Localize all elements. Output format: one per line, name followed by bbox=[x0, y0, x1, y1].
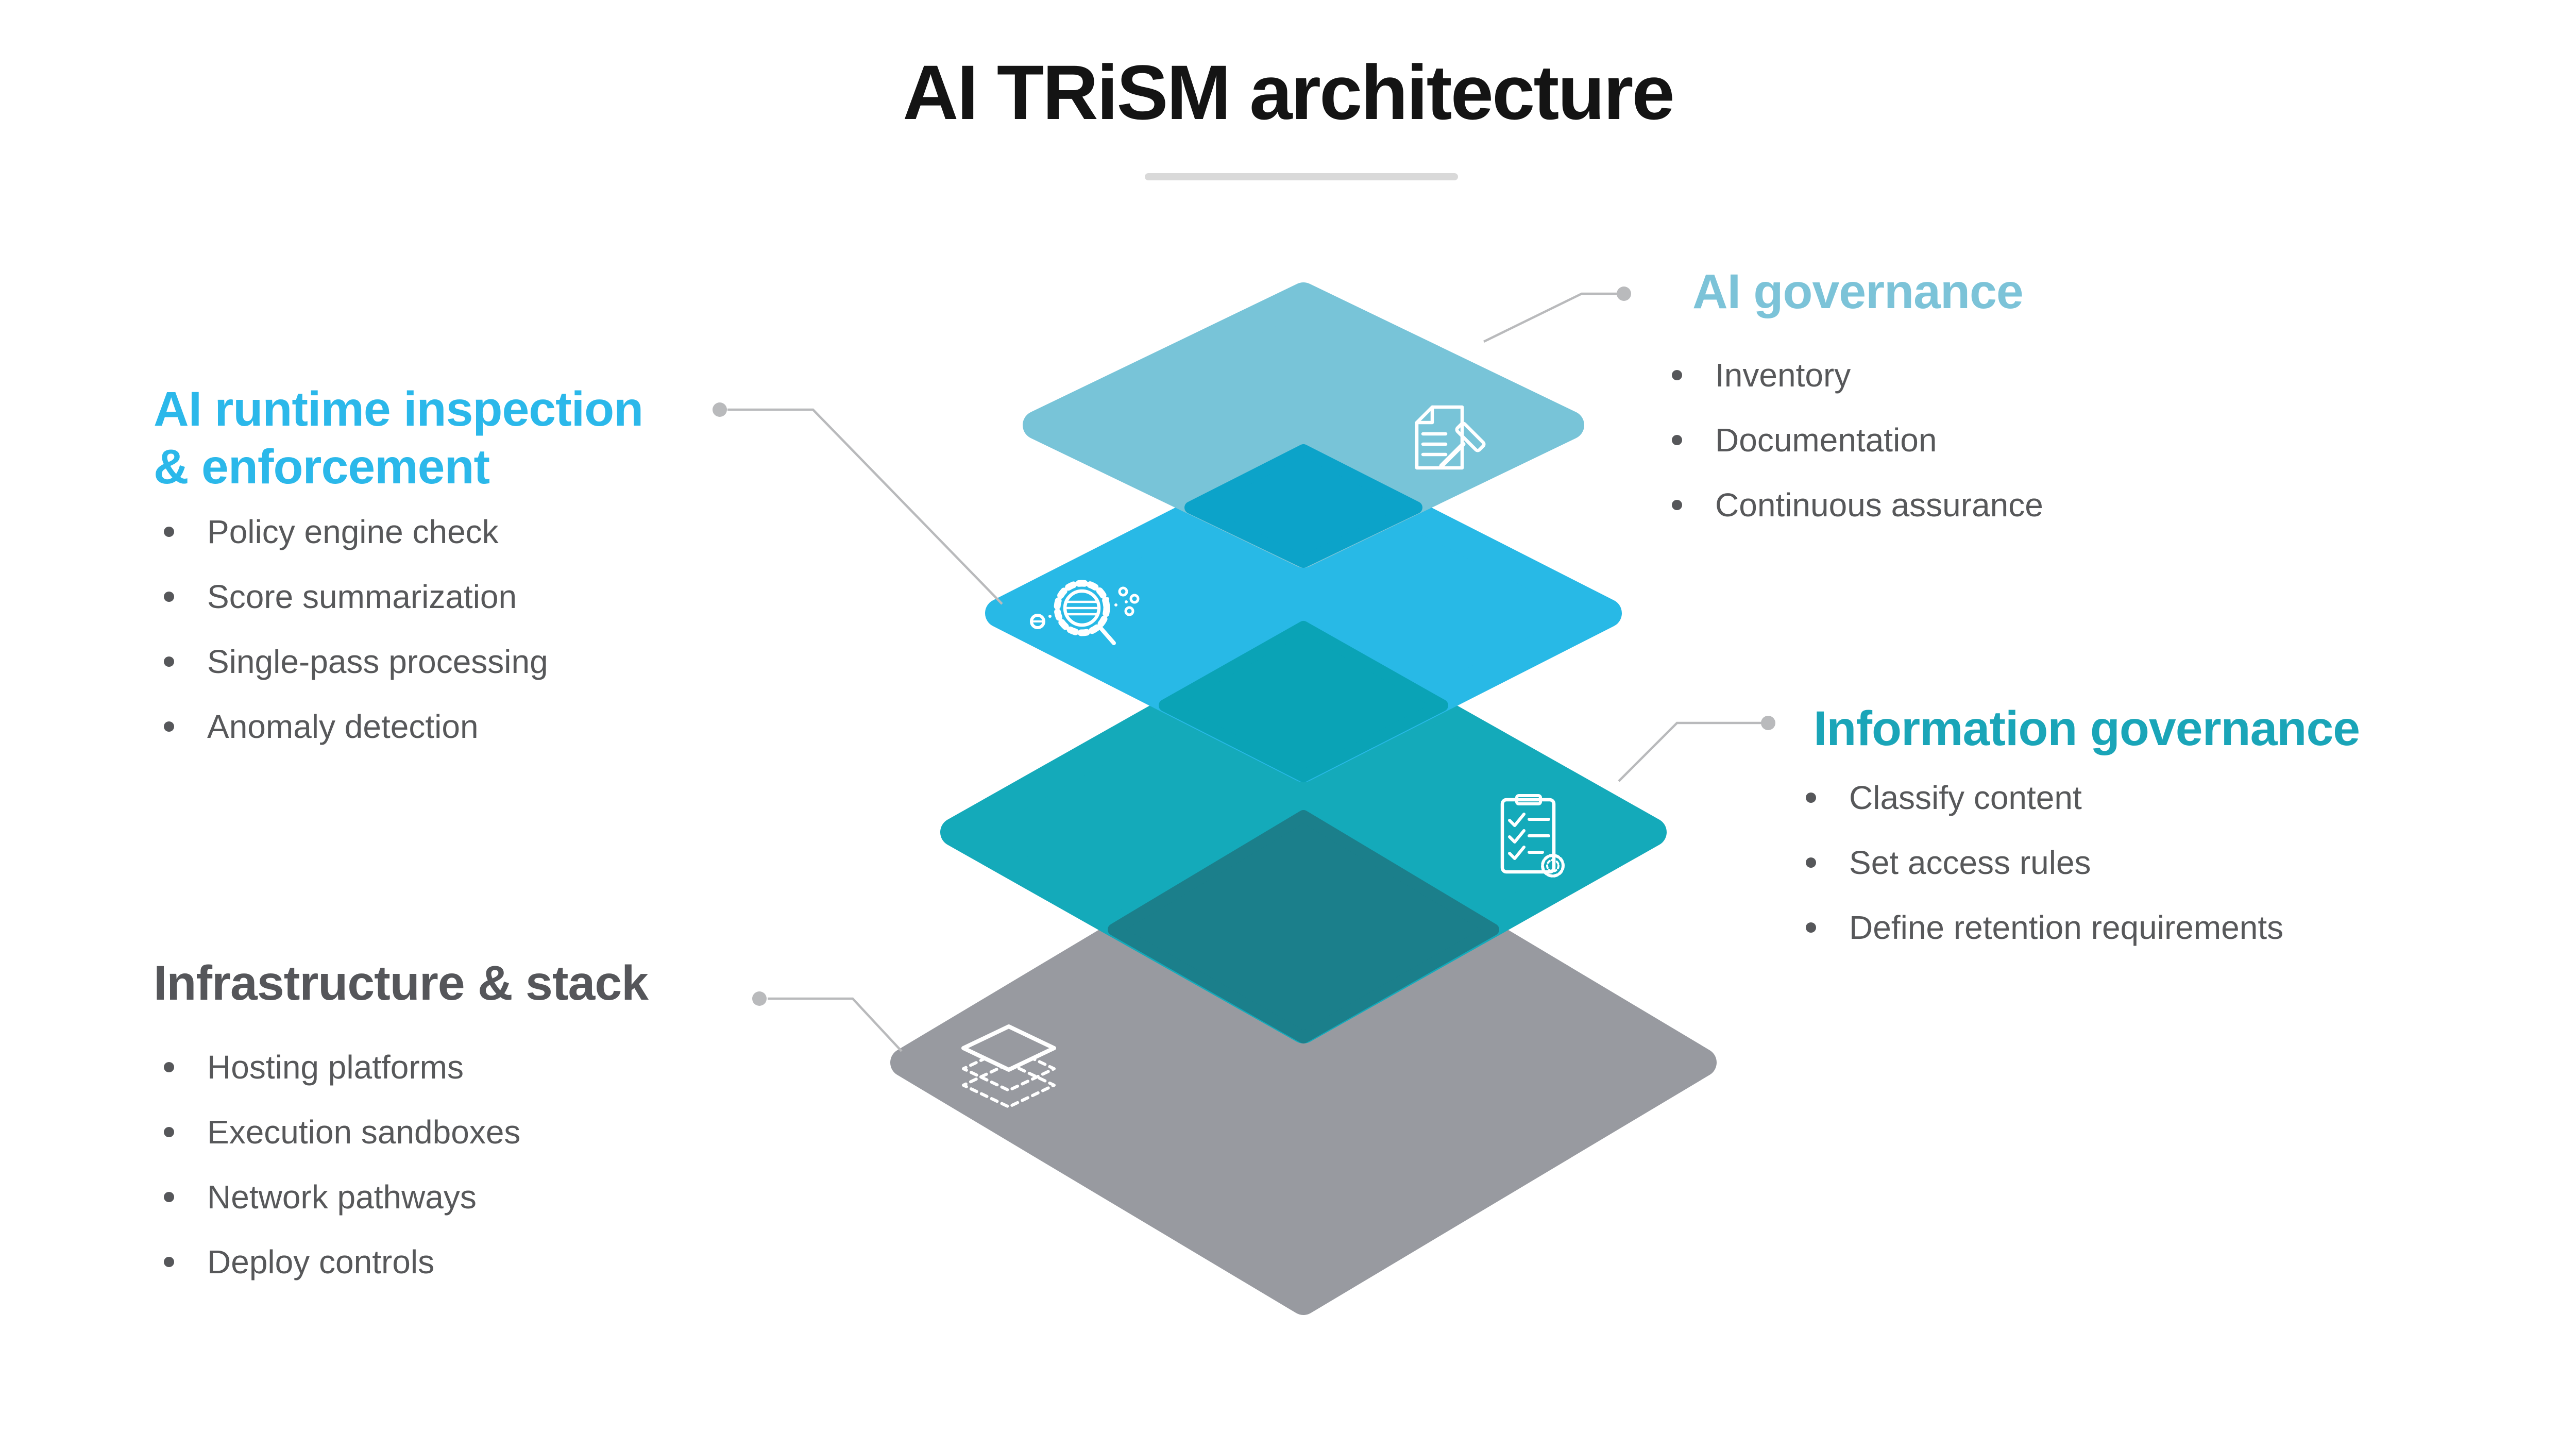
bullet-label: Hosting platforms bbox=[207, 1049, 464, 1086]
layer-infrastructure-diamond bbox=[890, 810, 1717, 1315]
info-governance-heading: Information governance bbox=[1814, 701, 2360, 756]
gear-globe-magnifier-icon bbox=[1030, 580, 1140, 645]
connector-lines bbox=[727, 292, 1762, 1052]
layers-icon bbox=[961, 1024, 1056, 1108]
overlap-runtime-info bbox=[1159, 621, 1448, 782]
bullet-dot bbox=[164, 592, 174, 602]
infrastructure-heading: Infrastructure & stack bbox=[154, 956, 649, 1010]
bullet-label: Define retention requirements bbox=[1849, 909, 2284, 946]
list-item: Classify content bbox=[1806, 765, 2283, 830]
bullet-label: Inventory bbox=[1715, 357, 1851, 394]
bullet-dot bbox=[164, 1192, 174, 1202]
list-item: Define retention requirements bbox=[1806, 895, 2283, 960]
list-item: Inventory bbox=[1672, 343, 2043, 408]
bullet-dot bbox=[164, 1062, 174, 1072]
bullet-dot bbox=[1672, 435, 1682, 445]
bullet-label: Execution sandboxes bbox=[207, 1114, 521, 1151]
connector-info-governance bbox=[1618, 721, 1762, 782]
runtime-bullet-list: Policy engine check Score summarization … bbox=[164, 499, 548, 759]
list-item: Network pathways bbox=[164, 1165, 520, 1229]
info-governance-bullet-list: Classify content Set access rules Define… bbox=[1806, 765, 2283, 960]
bullet-dot bbox=[164, 1257, 174, 1267]
connector-dot-ai-governance bbox=[1617, 287, 1631, 301]
connector-infrastructure bbox=[768, 997, 903, 1052]
runtime-heading: AI runtime inspection & enforcement bbox=[154, 380, 643, 496]
bullet-dot bbox=[1806, 793, 1816, 803]
bullet-label: Continuous assurance bbox=[1715, 486, 2043, 524]
connector-ai-governance bbox=[1483, 292, 1617, 343]
bullet-label: Single-pass processing bbox=[207, 643, 548, 680]
page-title: AI TRiSM architecture bbox=[903, 49, 1675, 136]
bullet-dot bbox=[1806, 922, 1816, 933]
connector-dot-runtime bbox=[713, 402, 727, 417]
list-item: Execution sandboxes bbox=[164, 1100, 520, 1165]
ai-governance-heading: AI governance bbox=[1692, 264, 2024, 319]
bullet-label: Classify content bbox=[1849, 779, 2082, 816]
connector-dot-info-governance bbox=[1761, 716, 1775, 730]
runtime-heading-line2: & enforcement bbox=[154, 440, 490, 494]
bullet-label: Documentation bbox=[1715, 422, 1937, 459]
bullet-label: Set access rules bbox=[1849, 844, 2091, 881]
connector-runtime bbox=[727, 408, 1003, 605]
document-gavel-icon bbox=[1415, 405, 1486, 470]
connector-dot-infrastructure bbox=[752, 991, 767, 1006]
list-item: Policy engine check bbox=[164, 499, 548, 564]
runtime-heading-line1: AI runtime inspection bbox=[154, 382, 643, 436]
bullet-dot bbox=[1806, 857, 1816, 868]
bullet-dot bbox=[164, 721, 174, 732]
connector-dots bbox=[713, 287, 1775, 1006]
bullet-dot bbox=[1672, 370, 1682, 380]
bullet-dot bbox=[164, 656, 174, 667]
bullet-dot bbox=[164, 1127, 174, 1137]
infrastructure-bullet-list: Hosting platforms Execution sandboxes Ne… bbox=[164, 1035, 520, 1294]
title-underline bbox=[1145, 173, 1458, 180]
bullet-label: Anomaly detection bbox=[207, 708, 479, 745]
overlap-info-infrastructure bbox=[1108, 810, 1499, 1043]
overlap-governance-runtime bbox=[1184, 444, 1422, 568]
list-item: Documentation bbox=[1672, 408, 2043, 473]
bullet-label: Policy engine check bbox=[207, 513, 499, 550]
list-item: Deploy controls bbox=[164, 1229, 520, 1294]
list-item: Hosting platforms bbox=[164, 1035, 520, 1100]
list-item: Score summarization bbox=[164, 564, 548, 629]
bullet-label: Score summarization bbox=[207, 578, 517, 615]
bullet-dot bbox=[164, 527, 174, 537]
bullet-label: Deploy controls bbox=[207, 1243, 435, 1280]
bullet-label: Network pathways bbox=[207, 1178, 477, 1216]
list-item: Set access rules bbox=[1806, 830, 2283, 895]
bullet-dot bbox=[1672, 500, 1682, 510]
list-item: Anomaly detection bbox=[164, 694, 548, 759]
list-item: Continuous assurance bbox=[1672, 473, 2043, 537]
checklist-seal-icon bbox=[1500, 794, 1565, 878]
ai-governance-bullet-list: Inventory Documentation Continuous assur… bbox=[1672, 343, 2043, 537]
list-item: Single-pass processing bbox=[164, 629, 548, 694]
